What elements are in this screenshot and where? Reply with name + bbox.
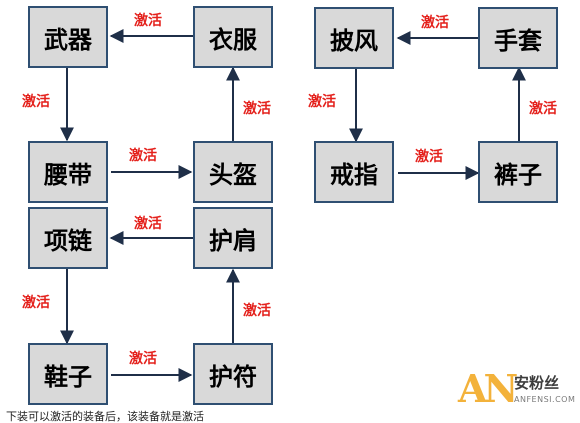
watermark-url: ANFENSI.COM: [514, 395, 576, 404]
edge-label-belt-helmet: 激活: [129, 148, 157, 164]
node-pants: 裤子: [478, 141, 558, 203]
node-charm: 护符: [193, 343, 273, 405]
watermark-site-name: 安粉丝: [514, 374, 560, 392]
edge-label-shoulder-necklace: 激活: [134, 216, 162, 232]
node-shoes: 鞋子: [28, 343, 108, 405]
node-helmet: 头盔: [193, 141, 273, 203]
watermark: AN 安粉丝 ANFENSI.COM: [458, 370, 576, 410]
node-weapon: 武器: [28, 6, 108, 68]
edge-label-ring-pants: 激活: [415, 149, 443, 165]
edge-label-charm-shoulder: 激活: [243, 303, 271, 319]
edge-label-cloak-ring: 激活: [308, 94, 336, 110]
node-ring: 戒指: [314, 141, 394, 203]
edge-label-clothes-weapon: 激活: [134, 13, 162, 29]
node-necklace: 项链: [28, 207, 108, 269]
edge-label-shoes-charm: 激活: [129, 351, 157, 367]
edge-label-gloves-cloak: 激活: [421, 15, 449, 31]
node-clothes: 衣服: [193, 6, 273, 68]
node-shoulder: 护肩: [193, 207, 273, 269]
node-gloves: 手套: [478, 7, 558, 69]
watermark-logo: AN: [458, 366, 518, 411]
node-belt: 腰带: [28, 141, 108, 203]
node-cloak: 披风: [314, 7, 394, 69]
edge-label-pants-gloves: 激活: [529, 101, 557, 117]
edge-label-necklace-shoes: 激活: [22, 295, 50, 311]
edge-label-weapon-belt: 激活: [22, 94, 50, 110]
edge-label-helmet-clothes: 激活: [243, 101, 271, 117]
